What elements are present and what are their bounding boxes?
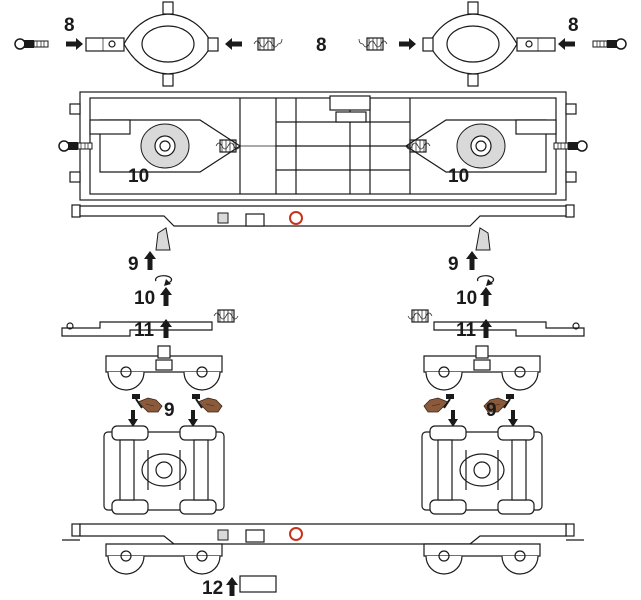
- rotate-icon: [154, 275, 173, 284]
- bogie-assembly-left: 9 10 11 9: [61, 227, 239, 515]
- label-9-pin-left: 9: [128, 254, 139, 275]
- coupler-pocket-left: [85, 37, 125, 52]
- label-10-frame-right: 10: [448, 166, 469, 187]
- arrow-down-icon: [128, 410, 138, 427]
- label-8-left: 8: [64, 15, 75, 36]
- label-8-center: 8: [316, 35, 327, 56]
- label-10-frame-left: 10: [128, 166, 149, 187]
- label-11-right: 11: [456, 320, 477, 341]
- coupler-icon: [14, 38, 49, 50]
- red-emblem-upper: [289, 211, 303, 225]
- arrow-right-icon: [66, 38, 83, 50]
- arrow-up-icon: [144, 251, 156, 270]
- label-9-hammer-left: 9: [164, 400, 175, 421]
- label-10-left: 10: [134, 288, 155, 309]
- step-12-ballast: 12: [202, 575, 277, 599]
- label-8-right: 8: [568, 15, 579, 36]
- wagon-underframe-top-view: 10 10: [58, 91, 588, 201]
- label-11-left: 11: [134, 320, 155, 341]
- label-10-right: 10: [456, 288, 477, 309]
- wagon-side-beam-upper: [71, 204, 575, 227]
- label-12: 12: [202, 578, 223, 599]
- spring-icon: [253, 37, 279, 51]
- label-9-pin-right: 9: [448, 254, 459, 275]
- wagon-side-beam-lower: [62, 523, 584, 575]
- step-8-coupler-assembly: 8 8 8: [14, 1, 627, 87]
- label-9-hammer-right: 9: [486, 400, 497, 421]
- bogie-assembly-right: 9 10 11 9: [407, 227, 585, 515]
- arrow-left-icon: [225, 38, 242, 50]
- coupler-yoke-left: [123, 13, 213, 75]
- hammer-icon: [131, 393, 163, 413]
- red-emblem-lower: [289, 527, 303, 541]
- ballast-weight: [239, 575, 277, 593]
